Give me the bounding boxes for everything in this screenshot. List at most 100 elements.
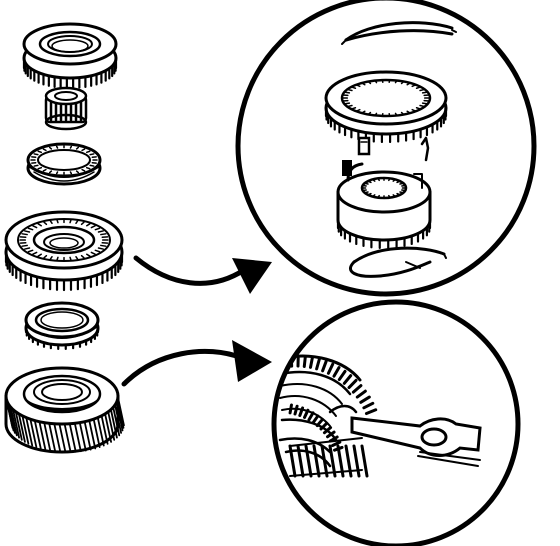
snap-ring-lower-icon bbox=[349, 246, 447, 278]
tooth-mark bbox=[304, 444, 313, 478]
tooth-mark bbox=[73, 422, 82, 453]
tooth-mark bbox=[86, 223, 91, 227]
tooth-mark bbox=[355, 389, 367, 399]
tooth-mark bbox=[355, 108, 361, 112]
tooth-mark bbox=[85, 166, 91, 170]
tooth-mark bbox=[80, 254, 85, 259]
synchronizer-hub-icon bbox=[336, 160, 432, 250]
tooth-mark bbox=[361, 82, 366, 86]
tooth-mark bbox=[69, 145, 73, 149]
tooth-mark bbox=[322, 426, 333, 435]
tooth-mark bbox=[27, 249, 34, 253]
tooth-mark bbox=[33, 419, 42, 450]
callout-arrow-lower-icon bbox=[121, 340, 272, 387]
tooth-mark bbox=[312, 444, 321, 478]
tooth-mark bbox=[374, 112, 378, 117]
detail-circle-upper bbox=[235, 0, 537, 297]
tooth-mark bbox=[112, 406, 121, 437]
tooth-mark bbox=[89, 153, 95, 156]
tooth-mark bbox=[48, 422, 57, 453]
tooth-mark bbox=[298, 406, 305, 417]
tooth-mark bbox=[343, 102, 351, 105]
tooth-mark bbox=[320, 444, 329, 478]
tooth-mark bbox=[55, 145, 59, 149]
tooth-mark bbox=[21, 233, 28, 236]
tooth-mark bbox=[288, 444, 297, 478]
exploded-stack bbox=[4, 22, 125, 454]
tooth-mark bbox=[326, 430, 336, 439]
tooth-mark bbox=[406, 110, 411, 114]
tooth-mark bbox=[421, 91, 429, 94]
snap-ring-pliers-icon bbox=[328, 404, 482, 467]
synchronizer-ring-upper-icon bbox=[26, 142, 102, 186]
tooth-mark bbox=[32, 225, 38, 229]
tooth-mark bbox=[367, 80, 372, 85]
tooth-mark bbox=[365, 191, 369, 194]
tooth-mark bbox=[80, 221, 85, 226]
tooth-mark bbox=[56, 219, 59, 224]
tooth-mark bbox=[100, 244, 107, 247]
tooth-mark bbox=[377, 194, 380, 198]
tooth-mark bbox=[296, 444, 305, 478]
tooth-mark bbox=[392, 194, 396, 197]
tooth-mark bbox=[33, 164, 39, 167]
tooth-mark bbox=[88, 419, 97, 450]
tooth-mark bbox=[81, 148, 86, 152]
tooth-mark bbox=[97, 230, 104, 233]
tooth-mark bbox=[8, 403, 16, 434]
tooth-mark bbox=[328, 435, 339, 443]
tooth-mark bbox=[18, 412, 26, 443]
tooth-mark bbox=[100, 233, 107, 236]
tooth-mark bbox=[342, 374, 353, 385]
synchronizer-ring-lower-icon bbox=[24, 301, 100, 351]
tooth-mark bbox=[69, 171, 73, 175]
gear-section-icon bbox=[278, 354, 378, 478]
tooth-mark bbox=[288, 403, 293, 415]
tooth-mark bbox=[21, 244, 28, 247]
tooth-mark bbox=[302, 355, 307, 368]
tooth-mark bbox=[364, 408, 378, 416]
tooth-mark bbox=[372, 194, 376, 197]
shift-key-right-icon bbox=[420, 136, 430, 162]
tooth-mark bbox=[94, 227, 101, 231]
tooth-mark bbox=[359, 395, 371, 404]
helical-gear-bottom-icon bbox=[4, 366, 125, 454]
tooth-mark bbox=[289, 469, 363, 477]
tooth-mark bbox=[83, 420, 92, 451]
tooth-mark bbox=[362, 401, 375, 410]
tooth-mark bbox=[24, 247, 31, 250]
tooth-mark bbox=[55, 171, 59, 175]
tooth-mark bbox=[104, 412, 112, 443]
tooth-mark bbox=[9, 406, 18, 437]
tooth-mark bbox=[350, 86, 357, 90]
tooth-mark bbox=[116, 398, 125, 429]
tooth-mark bbox=[282, 355, 287, 369]
synchronizer-assembly-large-gear-icon bbox=[4, 210, 124, 292]
tooth-mark bbox=[42, 168, 47, 172]
tooth-mark bbox=[374, 79, 378, 84]
tooth-mark bbox=[53, 422, 62, 453]
tooth-mark bbox=[321, 359, 328, 373]
tooth-mark bbox=[14, 410, 23, 441]
tooth-mark bbox=[394, 112, 398, 117]
tooth-mark bbox=[365, 182, 369, 185]
tooth-mark bbox=[75, 146, 80, 150]
tooth-mark bbox=[69, 219, 72, 224]
tooth-mark bbox=[326, 362, 335, 375]
tooth-mark bbox=[347, 378, 358, 390]
tooth-mark bbox=[350, 106, 357, 110]
tooth-mark bbox=[96, 416, 105, 447]
tooth-mark bbox=[394, 79, 398, 84]
tooth-mark bbox=[110, 408, 118, 439]
tooth-mark bbox=[12, 408, 20, 439]
detail-circle-lower bbox=[271, 299, 521, 546]
tooth-mark bbox=[415, 86, 422, 90]
tooth-mark bbox=[388, 194, 391, 198]
tooth-mark bbox=[396, 192, 400, 196]
tooth-mark bbox=[361, 110, 366, 114]
tooth-mark bbox=[90, 225, 96, 229]
tooth-mark bbox=[311, 414, 320, 424]
tooth-mark bbox=[415, 106, 422, 110]
tooth-mark bbox=[21, 414, 30, 445]
